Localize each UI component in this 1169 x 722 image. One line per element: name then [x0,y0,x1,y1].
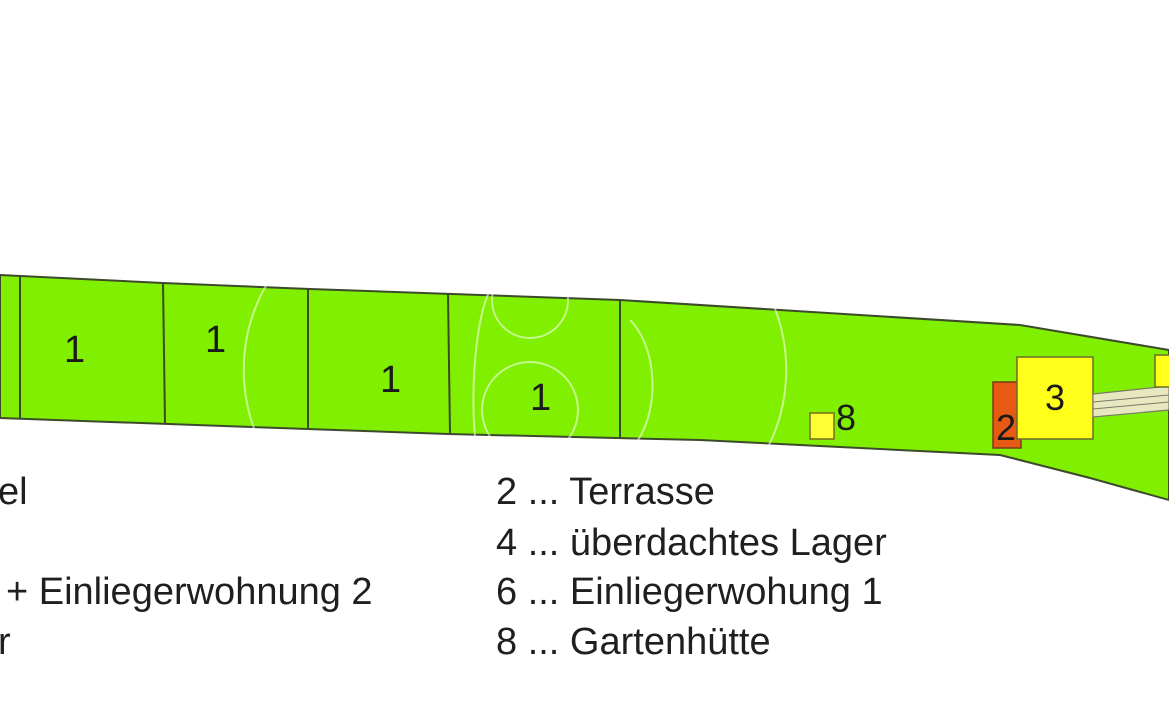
parcel-label: 1 [530,377,551,419]
parcel-divider [162,282,166,425]
building-3 [1016,356,1094,440]
covered-walkway [1092,385,1169,418]
parcel-label: 1 [380,359,401,401]
building-label: 3 [1045,377,1065,418]
legend-left-row-3: r [0,621,11,663]
walkway-line [1092,401,1169,410]
property-lawn [0,273,1169,502]
legend-right-row-4: 8 ... Gartenhütte [496,621,771,663]
parcel-label: 1 [64,329,85,371]
building-partial [1154,354,1169,388]
walkway-line [1092,394,1169,403]
legend-left-row-1: el [0,471,28,513]
shed-label: 8 [836,397,856,438]
terrace-label: 2 [996,407,1016,448]
watermark-logo [242,259,788,481]
parcel-divider [447,293,451,435]
legend-right-row-2: 4 ... überdachtes Lager [496,522,887,564]
legend-right-row-1: 2 ... Terrasse [496,471,715,513]
parcel-label: 1 [205,319,226,361]
legend-right-row-3: 6 ... Einliegerwohung 1 [496,571,883,613]
legend-left-row-2: + Einliegerwohnung 2 [6,571,373,613]
garden-shed [809,412,835,440]
